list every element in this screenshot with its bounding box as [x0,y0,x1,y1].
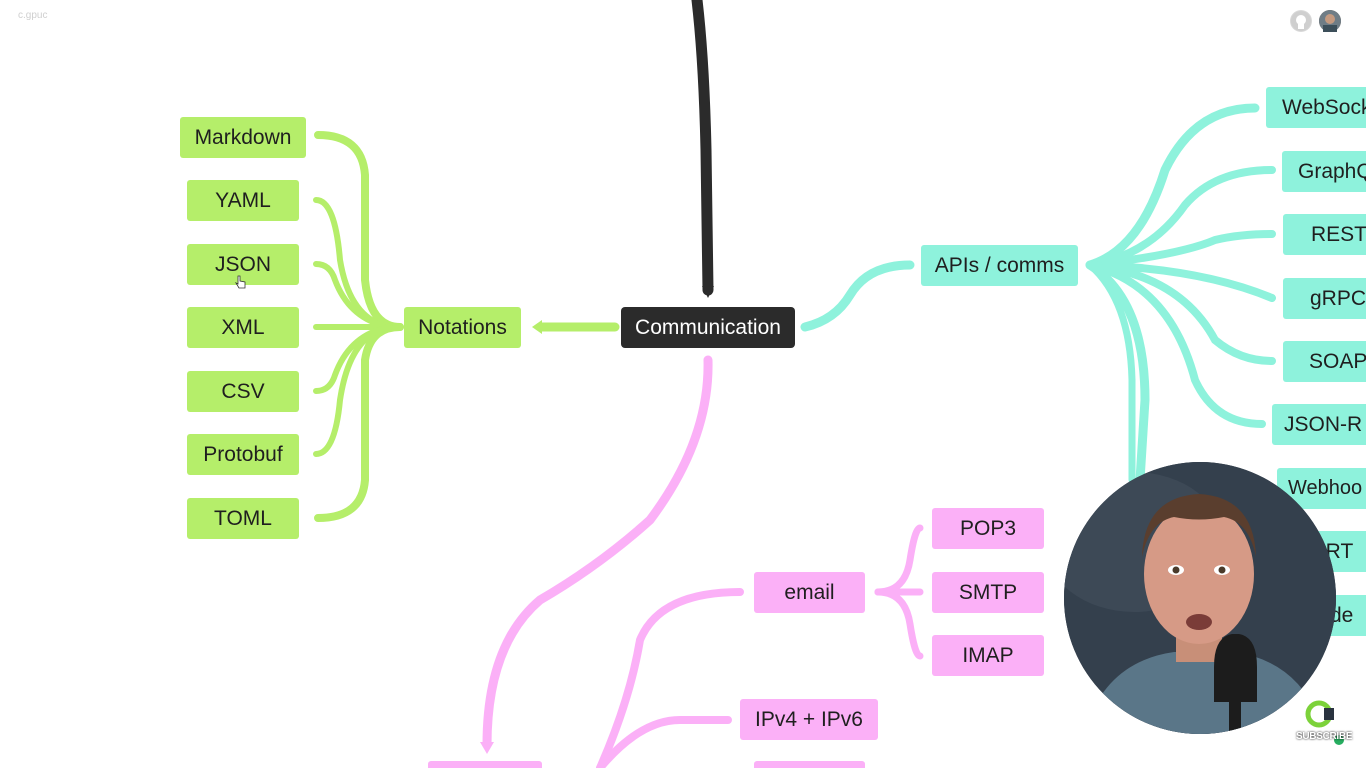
notations-links [313,131,620,522]
email-links [482,355,924,768]
subscribe-logo[interactable] [1296,696,1346,746]
link-root-communication [691,0,714,296]
markdown-node[interactable]: Markdown [180,117,306,158]
communication-node[interactable]: Communication [621,307,795,348]
yaml-node[interactable]: YAML [187,180,299,221]
apis-comms-node[interactable]: APIs / comms [921,245,1078,286]
graphql-node[interactable]: GraphQ [1282,151,1366,192]
notations-node[interactable]: Notations [404,307,521,348]
csv-node[interactable]: CSV [187,371,299,412]
json-node[interactable]: JSON [187,244,299,285]
email-node[interactable]: email [754,572,865,613]
json-rpc-node[interactable]: JSON-R [1272,404,1366,445]
pointer-cursor-icon [235,275,246,289]
network-child-node[interactable] [754,761,865,768]
rest-node[interactable]: REST [1283,214,1366,255]
grpc-node[interactable]: gRPC [1283,278,1366,319]
pop3-node[interactable]: POP3 [932,508,1044,549]
toml-node[interactable]: TOML [187,498,299,539]
network-hub-node[interactable] [428,761,542,768]
ip-node[interactable]: IPv4 + IPv6 [740,699,878,740]
github-icon[interactable] [1290,10,1312,32]
soap-node[interactable]: SOAP [1283,341,1366,382]
imap-node[interactable]: IMAP [932,635,1044,676]
subscribe-text[interactable]: SUBSCRIBE [1296,731,1353,742]
websockets-node[interactable]: WebSock [1266,87,1366,128]
xml-node[interactable]: XML [187,307,299,348]
tab-hint-text: c.gpuc [18,10,48,21]
apis-links [800,103,1276,485]
protobuf-node[interactable]: Protobuf [187,434,299,475]
user-avatar-icon[interactable] [1319,10,1341,32]
smtp-node[interactable]: SMTP [932,572,1044,613]
webhooks-node[interactable]: Webhoo [1277,468,1366,509]
presenter-webcam [1064,462,1336,734]
